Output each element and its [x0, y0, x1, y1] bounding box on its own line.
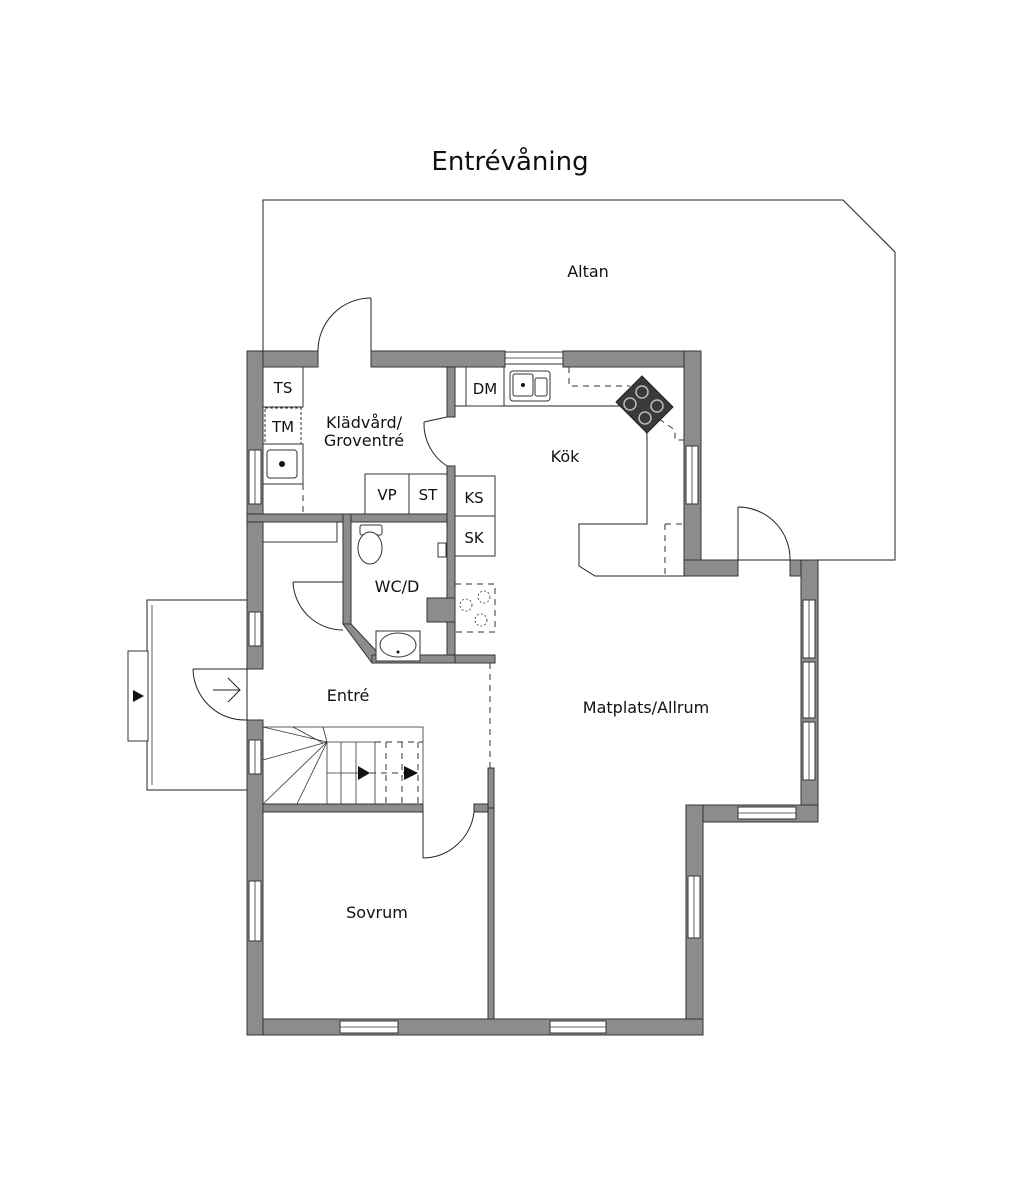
room-label-kladvard-line1: Klädvård/ [326, 413, 403, 432]
floor-title: Entrévåning [431, 146, 588, 177]
doors [192, 297, 791, 859]
room-label-matplats: Matplats/Allrum [583, 698, 709, 717]
room-label-kladvard-line2: Groventré [324, 431, 404, 450]
room-label-wc: WC/D [375, 577, 420, 596]
deck-outline [262, 199, 896, 561]
appliance-sk-label: SK [464, 529, 485, 547]
kitchen-fixtures [454, 366, 684, 768]
appliance-ks-label: KS [464, 489, 483, 507]
windows [248, 351, 816, 1034]
appliance-vp-label: VP [377, 486, 396, 504]
appliance-st-label: ST [419, 486, 439, 504]
appliance-ts-label: TS [273, 379, 293, 397]
appliance-tm-label: TM [271, 418, 294, 436]
interior-walls [246, 366, 496, 1020]
bathroom-fixtures [262, 521, 447, 662]
room-label-entre: Entré [327, 686, 370, 705]
laundry-fixtures [262, 366, 448, 515]
staircase [262, 726, 424, 805]
room-label-kok: Kök [551, 447, 580, 466]
room-label-altan: Altan [567, 262, 609, 281]
appliance-dm-label: DM [473, 380, 498, 398]
room-label-sovrum: Sovrum [346, 903, 408, 922]
entry-porch [127, 599, 248, 791]
